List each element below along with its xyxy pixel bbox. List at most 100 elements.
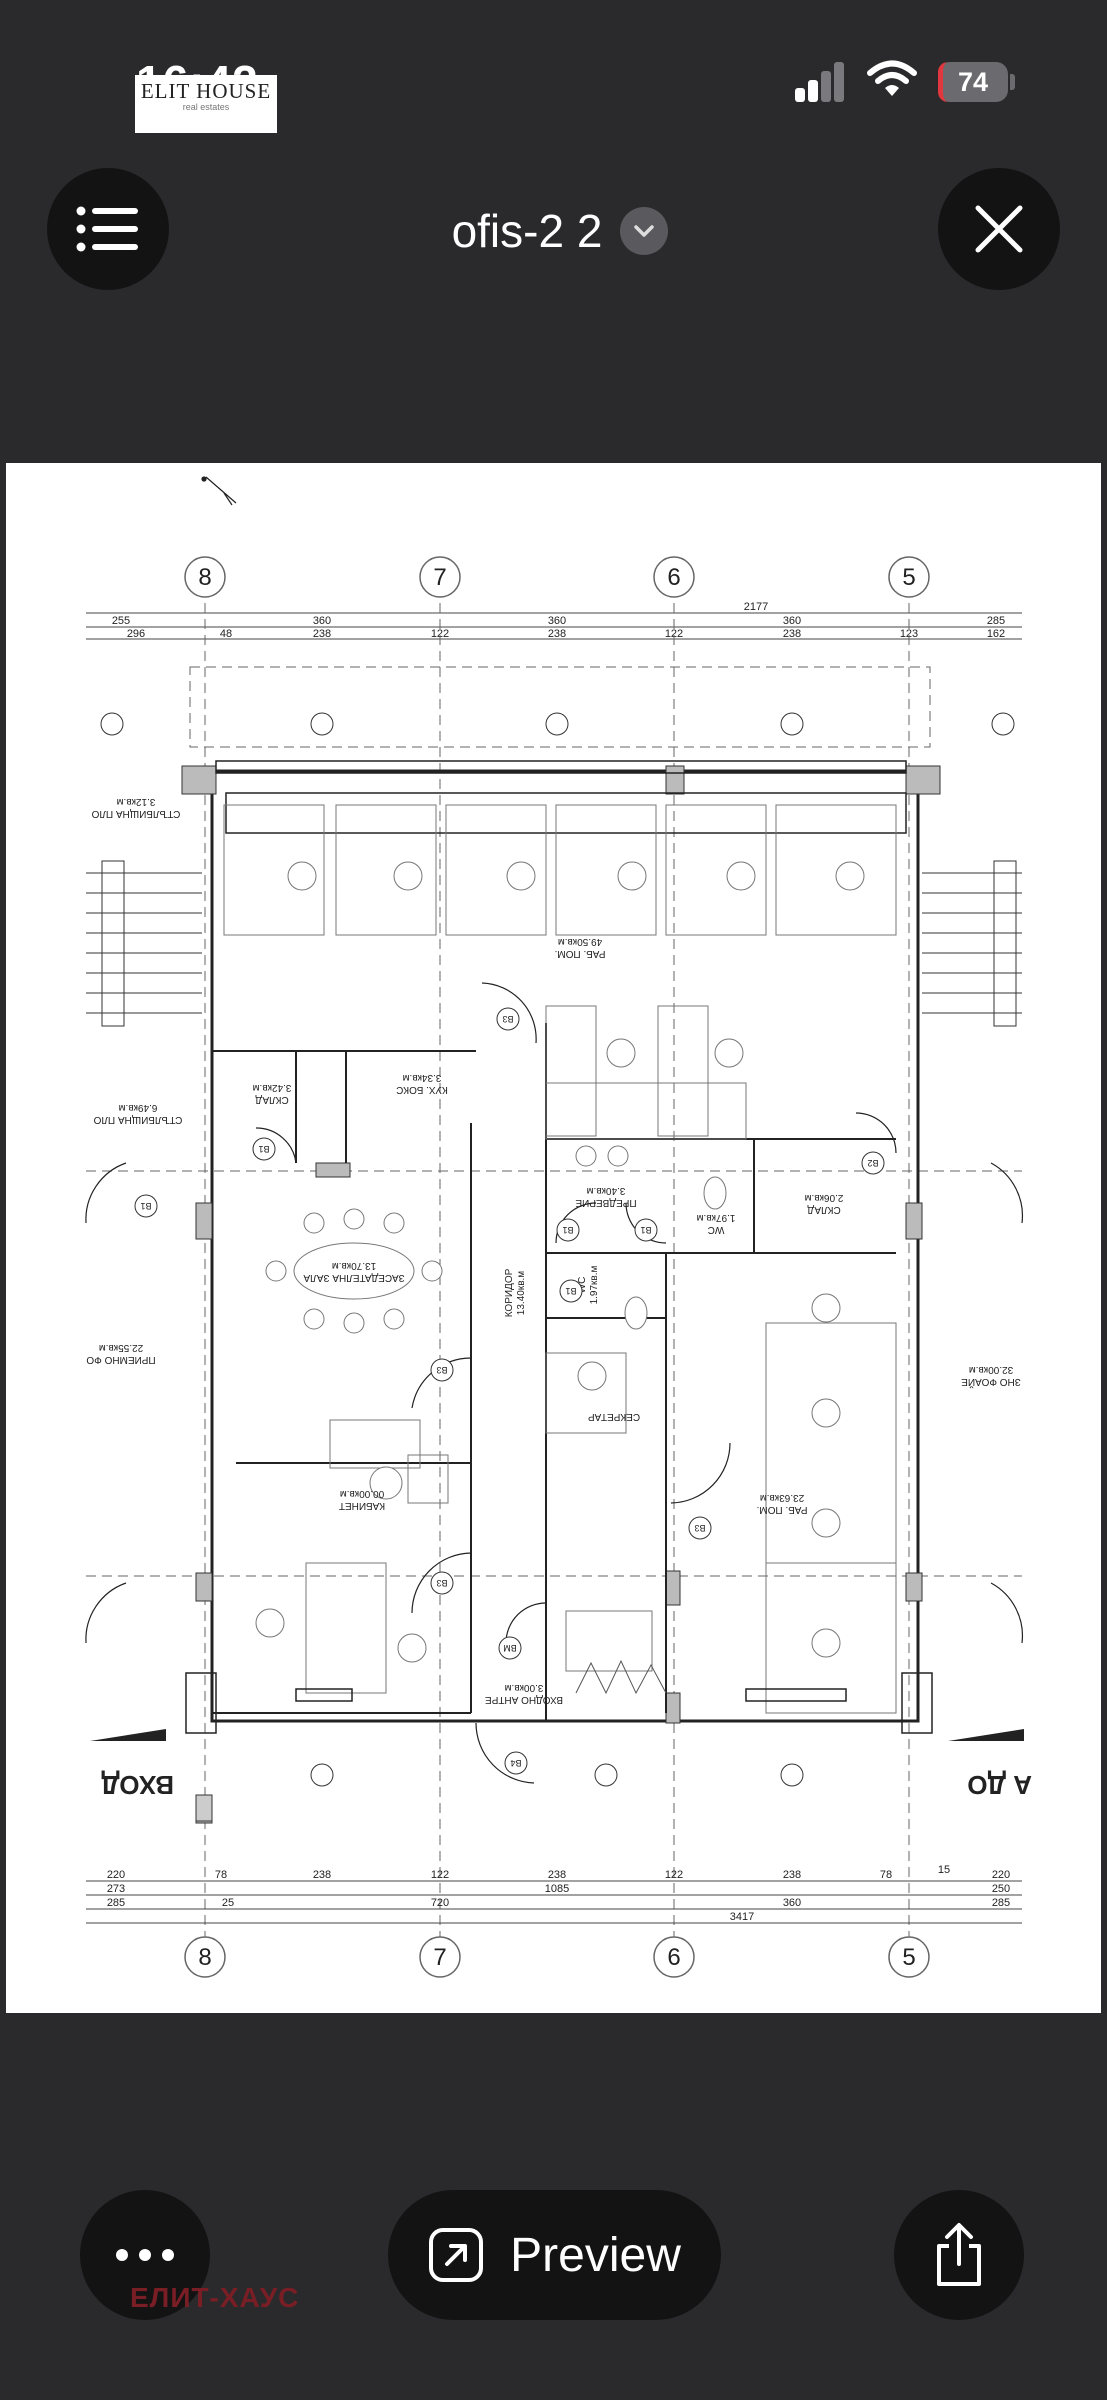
svg-text:220: 220 (992, 1869, 1010, 1881)
svg-text:ЗАСЕДАТЕЛНА ЗАЛА: ЗАСЕДАТЕЛНА ЗАЛА (303, 1272, 405, 1283)
svg-text:3.42кв.м: 3.42кв.м (252, 1082, 291, 1093)
room-name: РАБ. ПОМ. (555, 948, 606, 959)
svg-text:СЕКРЕТАР: СЕКРЕТАР (588, 1411, 641, 1422)
svg-text:BM: BM (503, 1643, 517, 1653)
svg-text:720: 720 (431, 1897, 449, 1909)
svg-text:360: 360 (783, 1897, 801, 1909)
svg-text:13.40кв.м: 13.40кв.м (516, 1271, 527, 1315)
status-bar: 16:42 ELIT HOUSE real estates 74 (0, 0, 1107, 160)
axis-label-top: 8 (198, 564, 211, 591)
svg-text:6.49кв.м: 6.49кв.м (118, 1102, 157, 1113)
svg-text:285: 285 (107, 1897, 125, 1909)
svg-text:2177: 2177 (744, 601, 768, 613)
svg-text:78: 78 (880, 1869, 892, 1881)
svg-text:255: 255 (112, 615, 130, 627)
svg-text:1.97кв.м: 1.97кв.м (589, 1265, 600, 1304)
svg-text:B1: B1 (258, 1144, 269, 1154)
svg-text:3.40кв.м: 3.40кв.м (586, 1185, 625, 1196)
preview-button[interactable]: Preview (388, 2190, 721, 2320)
svg-text:162: 162 (987, 628, 1005, 640)
svg-text:WC: WC (577, 1277, 588, 1294)
close-icon (975, 205, 1023, 253)
battery-level: 74 (957, 67, 989, 97)
battery-nub (1010, 74, 1015, 90)
svg-text:5: 5 (902, 564, 915, 591)
svg-text:B3: B3 (694, 1523, 705, 1533)
chevron-down-icon (620, 207, 669, 255)
svg-text:КОРИДОР: КОРИДОР (504, 1268, 515, 1317)
svg-text:КУХ. БОКС: КУХ. БОКС (396, 1084, 448, 1095)
svg-text:22.55кв.м: 22.55кв.м (99, 1342, 143, 1353)
svg-text:296: 296 (127, 628, 145, 640)
svg-text:СКЛАД: СКЛАД (807, 1204, 841, 1215)
svg-text:360: 360 (313, 615, 331, 627)
svg-text:123: 123 (900, 628, 918, 640)
svg-text:7: 7 (433, 564, 446, 591)
wifi-icon (867, 60, 917, 96)
svg-text:ПРИЕМНО ФО: ПРИЕМНО ФО (86, 1354, 155, 1365)
svg-text:25: 25 (222, 1897, 234, 1909)
svg-text:122: 122 (431, 1869, 449, 1881)
svg-text:B3: B3 (436, 1365, 447, 1375)
svg-text:78: 78 (215, 1869, 227, 1881)
svg-text:122: 122 (665, 628, 683, 640)
share-button[interactable] (894, 2190, 1024, 2320)
svg-text:ВХОДНО АНТРЕ: ВХОДНО АНТРЕ (485, 1694, 563, 1705)
floor-plan-drawing: 8 7 6 5 2177 255 360 360 360 285 296 48 … (85, 476, 1032, 1978)
svg-text:238: 238 (783, 628, 801, 640)
document-title-dropdown[interactable]: ofis-2 2 (380, 196, 740, 266)
svg-text:48: 48 (220, 628, 232, 640)
menu-button[interactable] (47, 168, 169, 290)
more-button[interactable] (80, 2190, 210, 2320)
svg-text:B4: B4 (510, 1758, 521, 1768)
document-page[interactable]: 8 7 6 5 2177 255 360 360 360 285 296 48 … (6, 463, 1101, 2013)
svg-text:250: 250 (992, 1883, 1010, 1895)
close-button[interactable] (938, 168, 1060, 290)
battery-indicator: 74 (938, 62, 1008, 102)
svg-text:8: 8 (198, 1944, 211, 1971)
share-icon (937, 2223, 981, 2286)
svg-text:273: 273 (107, 1883, 125, 1895)
list-icon (76, 206, 138, 252)
room-area: 49.50кв.м (558, 936, 602, 947)
svg-text:6: 6 (667, 564, 680, 591)
svg-text:ЗНО ФОАЙЕ: ЗНО ФОАЙЕ (961, 1376, 1021, 1389)
svg-text:285: 285 (992, 1897, 1010, 1909)
svg-text:23.63кв.м: 23.63кв.м (760, 1492, 804, 1503)
watermark-text: ЕЛИТ-ХАУС (130, 2282, 300, 2313)
entrance-label-left: ВХОД (101, 1770, 174, 1800)
document-title: ofis-2 2 (451, 205, 603, 257)
svg-text:СТЪЛБИЩНА ПЛО: СТЪЛБИЩНА ПЛО (91, 808, 180, 819)
svg-text:1.97кв.м: 1.97кв.м (696, 1212, 735, 1223)
svg-text:360: 360 (783, 615, 801, 627)
svg-text:5: 5 (902, 1944, 915, 1971)
svg-text:B1: B1 (140, 1201, 151, 1211)
svg-text:2.06кв.м: 2.06кв.м (804, 1192, 843, 1203)
cellular-signal-icon (795, 60, 845, 102)
svg-text:13.70кв.м: 13.70кв.м (332, 1260, 376, 1271)
svg-text:3.00кв.м: 3.00кв.м (504, 1682, 543, 1693)
svg-text:7: 7 (433, 1944, 446, 1971)
svg-text:B1: B1 (565, 1286, 576, 1296)
preview-label: Preview (510, 2228, 681, 2282)
svg-text:СТЪЛБИЩНА ПЛО: СТЪЛБИЩНА ПЛО (93, 1114, 182, 1125)
svg-text:B2: B2 (867, 1158, 878, 1168)
svg-text:285: 285 (987, 615, 1005, 627)
svg-text:1085: 1085 (545, 1883, 569, 1895)
svg-text:360: 360 (548, 615, 566, 627)
svg-text:6: 6 (667, 1944, 680, 1971)
svg-text:15: 15 (938, 1864, 950, 1876)
logo-tagline: real estates (182, 102, 230, 112)
entrance-label-right: А ДО (967, 1770, 1032, 1800)
svg-text:3.12кв.м: 3.12кв.м (116, 796, 155, 807)
battery-low-marker (938, 62, 948, 102)
svg-text:220: 220 (107, 1869, 125, 1881)
svg-text:238: 238 (548, 1869, 566, 1881)
svg-text:3.34кв.м: 3.34кв.м (402, 1072, 441, 1083)
more-icon (116, 2249, 174, 2261)
svg-text:B1: B1 (562, 1225, 573, 1235)
logo-name: ELIT HOUSE (140, 79, 272, 103)
svg-text:B1: B1 (640, 1225, 651, 1235)
svg-text:ПРЕДВЕРИЕ: ПРЕДВЕРИЕ (575, 1197, 636, 1208)
svg-text:238: 238 (548, 628, 566, 640)
